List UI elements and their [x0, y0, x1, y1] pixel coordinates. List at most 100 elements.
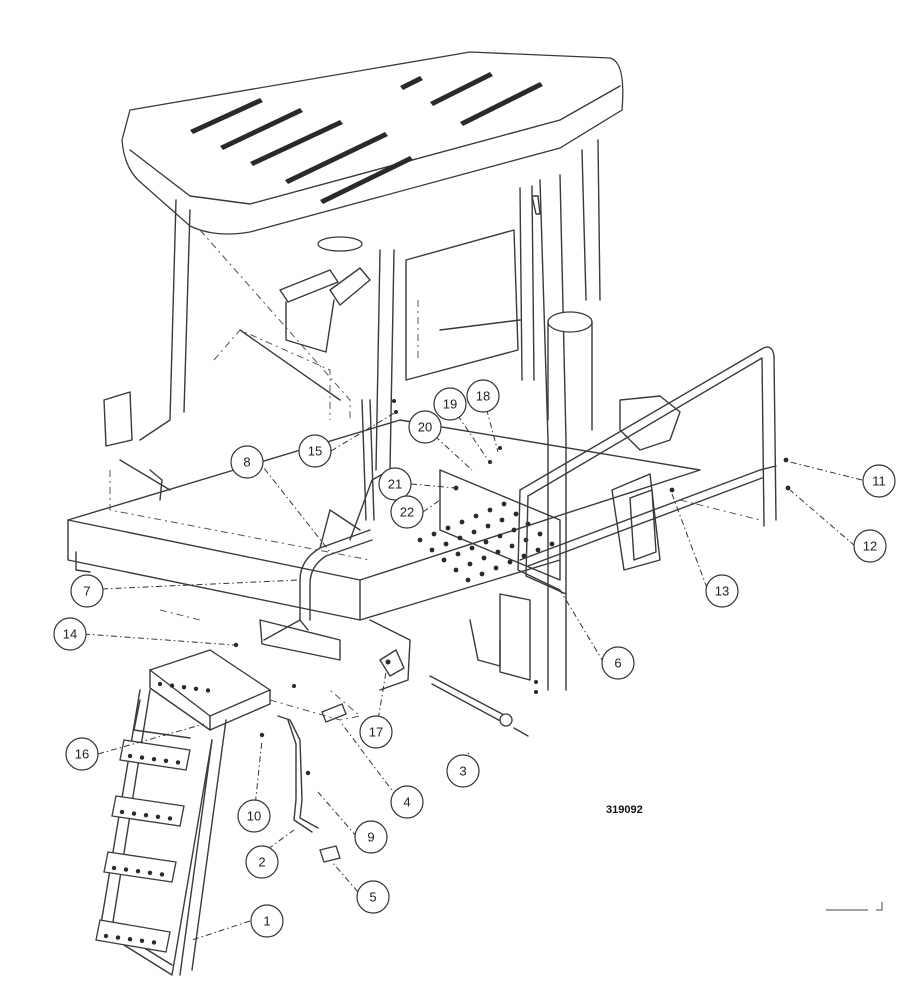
ladder-tread-holes [103, 681, 211, 945]
tread-hole [155, 814, 161, 819]
callout-2: 2 [245, 845, 279, 879]
tread-hole [157, 681, 163, 687]
tread-hole [159, 872, 165, 877]
tread-hole [151, 757, 157, 762]
deck-hole [521, 553, 527, 559]
tread-hole [119, 809, 125, 815]
deck-hole [417, 537, 423, 543]
tread-hole [127, 937, 133, 942]
callout-label: 15 [308, 444, 322, 459]
callout-label: 7 [83, 584, 90, 599]
bracket-17 [379, 649, 405, 677]
callout-4: 4 [390, 785, 424, 819]
deck-hole [507, 559, 513, 565]
deck-hole [523, 537, 529, 543]
callout-20: 20 [408, 410, 442, 444]
callout-label: 14 [63, 627, 77, 642]
callout-label: 13 [715, 584, 729, 599]
callout-label: 10 [247, 809, 261, 824]
callout-14: 14 [53, 617, 87, 651]
callout-8: 8 [230, 445, 264, 479]
tread-hole [205, 688, 211, 693]
leader-lines [83, 395, 863, 941]
callout-17: 17 [359, 715, 393, 749]
callout-22: 22 [390, 495, 424, 529]
deck-hole [465, 577, 471, 583]
callout-label: 4 [403, 795, 410, 810]
deck-hole [457, 535, 463, 541]
callout-label: 16 [75, 747, 89, 762]
tread-hole [139, 938, 145, 943]
deck-hole [431, 531, 437, 537]
cab-frame [139, 139, 601, 691]
callout-9: 9 [354, 820, 388, 854]
tread-hole [143, 813, 149, 818]
callout-11: 11 [862, 464, 896, 498]
roof-slots [190, 72, 543, 204]
deck-hole [509, 543, 515, 549]
deck-hole [471, 529, 477, 535]
callout-7: 7 [70, 574, 104, 608]
deck-hole [483, 539, 489, 545]
callout-label: 2 [258, 855, 265, 870]
callout-16: 16 [65, 737, 99, 771]
tread-hole [175, 760, 181, 765]
callout-5: 5 [356, 880, 390, 914]
tread-hole [135, 869, 141, 874]
deck-hole [479, 571, 485, 577]
tread-hole [167, 816, 173, 821]
tread-hole [151, 940, 157, 945]
callout-label: 6 [614, 656, 621, 671]
callout-label: 19 [443, 397, 457, 412]
callout-label: 9 [367, 830, 374, 845]
tread-hole [169, 683, 175, 688]
callout-10: 10 [237, 799, 271, 833]
deck-hole [487, 507, 493, 513]
tread-hole [181, 685, 187, 690]
callout-label: 5 [369, 890, 376, 905]
deck-hole [513, 511, 519, 517]
callout-15: 15 [298, 434, 332, 468]
corner-mark [826, 902, 883, 911]
callout-label: 20 [418, 420, 432, 435]
deck-hole [481, 555, 487, 561]
callout-label: 12 [863, 539, 877, 554]
callout-19: 19 [433, 387, 467, 421]
deck-hole [495, 549, 501, 555]
callout-label: 8 [243, 455, 250, 470]
callout-label: 11 [872, 474, 886, 489]
pivot-shaft-3 [429, 675, 529, 737]
callout-1: 1 [250, 904, 284, 938]
deck-hole [455, 551, 461, 557]
callout-label: 1 [263, 914, 270, 929]
access-ladder [95, 649, 272, 976]
pad-5 [319, 845, 341, 863]
callout-label: 21 [388, 477, 402, 492]
deck-hole [499, 517, 505, 523]
callout-13: 13 [705, 574, 739, 608]
callout-21: 21 [378, 467, 412, 501]
tread-hole [115, 935, 121, 940]
tread-hole [139, 755, 145, 760]
handrail-left [259, 399, 411, 691]
deck-hole [453, 567, 459, 573]
deck-hole [549, 541, 555, 547]
handrail-right [517, 346, 777, 595]
deck-hole [493, 565, 499, 571]
deck-hole [467, 561, 473, 567]
deck-hole [445, 525, 451, 531]
callout-label: 17 [369, 725, 383, 740]
drawing-number: 319092 [606, 804, 643, 816]
deck-hole [443, 541, 449, 547]
callout-3: 3 [446, 754, 480, 788]
deck-hole [441, 557, 447, 563]
operator-platform [67, 391, 701, 681]
lever-2 [269, 689, 362, 833]
tread-hole [127, 753, 133, 759]
tread-hole [123, 867, 129, 872]
deck-hole [429, 547, 435, 553]
callout-18: 18 [466, 379, 500, 413]
callout-label: 22 [400, 505, 414, 520]
deck-hole [535, 547, 541, 553]
